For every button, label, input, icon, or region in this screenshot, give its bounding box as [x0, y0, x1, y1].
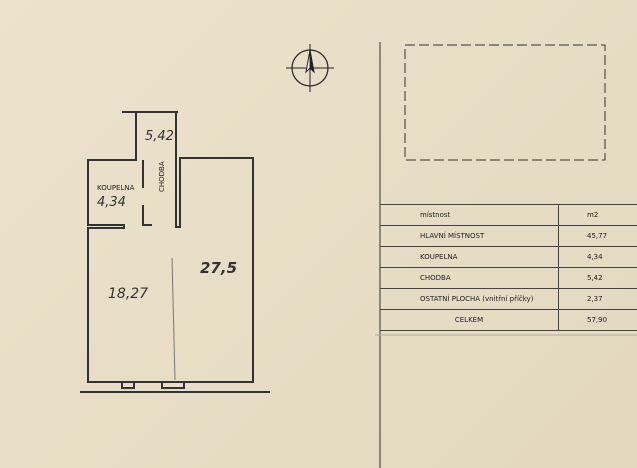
- room-label-chodba: CHODBA: [158, 161, 166, 192]
- compass-north-arrow-icon: [286, 44, 334, 92]
- room-label-koupelna: KOUPELNA: [97, 184, 135, 192]
- header-unit: m2: [558, 204, 637, 226]
- row-room: HLAVNÍ MÍSTNOST: [380, 225, 559, 247]
- total-area: 57,90: [558, 309, 637, 331]
- row-room: OSTATNÍ PLOCHA (vnitřní příčky): [380, 288, 559, 310]
- row-area: 4,34: [558, 246, 637, 268]
- row-area: 2,37: [558, 288, 637, 310]
- table-row: OSTATNÍ PLOCHA (vnitřní příčky)2,37: [380, 288, 637, 310]
- row-room: KOUPELNA: [380, 246, 559, 268]
- room-area-chodba: 5,42: [145, 129, 174, 144]
- room-area-right: 27,5: [200, 259, 237, 277]
- room-area-left: 18,27: [108, 286, 148, 302]
- row-room: CHODBA: [380, 267, 559, 289]
- apartment-walls: [80, 111, 270, 393]
- row-area: 45,77: [558, 225, 637, 247]
- total-label: CELKEM: [380, 309, 559, 331]
- header-room: místnost: [380, 204, 559, 226]
- room-area-koupelna: 4,34: [97, 195, 126, 210]
- row-area: 5,42: [558, 267, 637, 289]
